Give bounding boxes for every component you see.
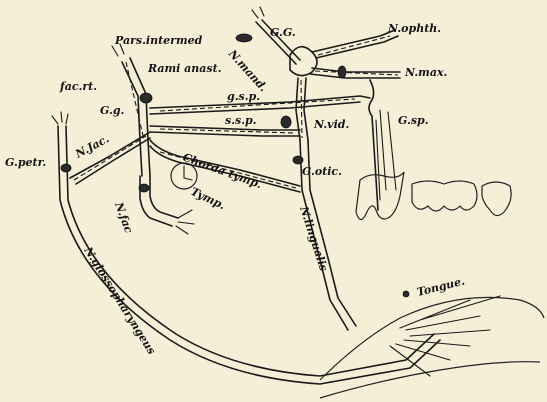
glossopharyngeal-nerve xyxy=(58,126,440,384)
tongue-outline-lower xyxy=(320,362,540,398)
mandibular-dash xyxy=(301,80,302,138)
facial-root xyxy=(122,58,150,176)
label-n-mand: N.mand. xyxy=(225,47,270,95)
label-n-fac: N.fac xyxy=(112,200,136,235)
label-n-glossopharyngeus: N.glossopharyngeus xyxy=(81,244,158,357)
facial-terminal-branches xyxy=(176,210,194,234)
sphenopalatine-branch xyxy=(369,80,378,210)
label-g-g-small: G.g. xyxy=(100,104,125,117)
ophthalmic-dash xyxy=(318,36,390,55)
label-pars-intermed: Pars.intermed xyxy=(114,34,203,47)
ganglion-knot-facial xyxy=(139,184,149,192)
label-n-lingualis: N.lingualis xyxy=(297,204,330,273)
ganglion-knot-top xyxy=(236,34,252,42)
palatine-branches xyxy=(376,110,396,200)
label-g-sp: G.sp. xyxy=(398,114,429,127)
facial-nerve-trunk xyxy=(140,176,178,226)
label-tongue: Tongue. xyxy=(416,274,467,298)
label-g-s-p: g.s.p. xyxy=(227,90,260,103)
tongue-outline-upper xyxy=(320,297,544,380)
ophthalmic-nerve xyxy=(312,30,398,58)
tongue-node xyxy=(403,291,409,297)
geniculate-ganglion xyxy=(140,93,152,103)
petrosal-ganglion xyxy=(61,164,71,172)
label-tymp: Tymp. xyxy=(189,185,228,212)
molars-middle xyxy=(412,181,477,211)
label-g-g: G.G. xyxy=(270,26,296,39)
trigeminal-arrows xyxy=(252,7,264,18)
ganglion-knot-vidian xyxy=(281,116,291,128)
label-n-vid: N.vid. xyxy=(313,118,349,131)
glossopharyngeal-arrows xyxy=(52,112,68,124)
label-g-petr: G.petr. xyxy=(5,156,46,169)
label-g-otic: G.otic. xyxy=(302,165,342,178)
otic-ganglion xyxy=(293,156,303,164)
label-fac-rt: fac.rt. xyxy=(59,80,97,93)
tympanum-inner xyxy=(184,166,192,180)
label-rami-anast: Rami anast. xyxy=(147,62,222,75)
label-n-ophth: N.ophth. xyxy=(387,22,441,35)
ganglion-knot-max xyxy=(338,66,346,78)
label-n-max: N.max. xyxy=(404,66,448,79)
tooth-right xyxy=(482,182,511,216)
label-s-s-p: s.s.p. xyxy=(225,114,257,127)
label-n-jac: N.Jac. xyxy=(72,132,111,161)
